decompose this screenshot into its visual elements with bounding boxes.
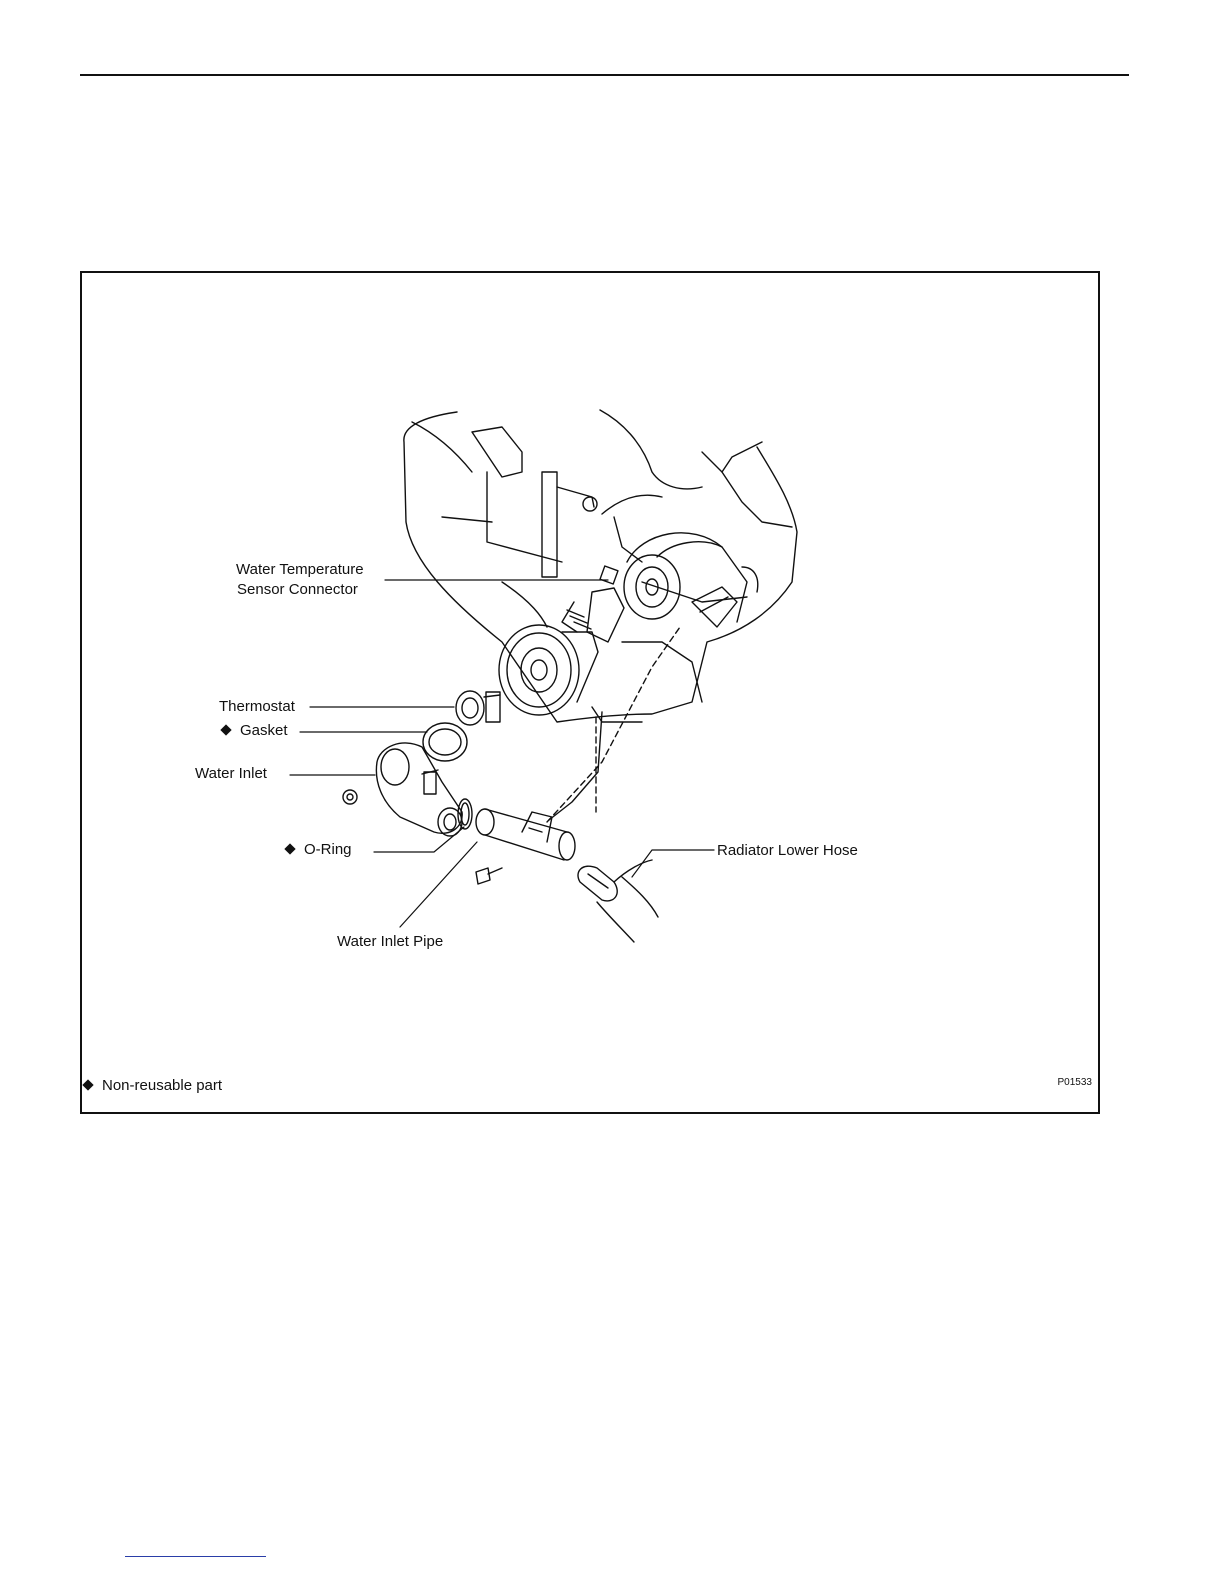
label-thermostat: Thermostat xyxy=(219,698,295,716)
alternator xyxy=(624,533,758,627)
o-ring-text: O-Ring xyxy=(304,841,352,858)
diamond-icon xyxy=(82,1079,93,1090)
label-water-inlet-pipe: Water Inlet Pipe xyxy=(337,933,443,951)
label-radiator-lower-hose: Radiator Lower Hose xyxy=(717,842,858,860)
crank-pulley xyxy=(499,625,598,715)
label-water-inlet: Water Inlet xyxy=(195,765,267,783)
engine-block xyxy=(404,410,797,722)
alignment-dash xyxy=(547,627,680,822)
footer-link-underline[interactable] xyxy=(125,1556,266,1557)
header-rule xyxy=(80,74,1129,76)
figure-frame: Water Temperature Sensor Connector Therm… xyxy=(80,271,1100,1114)
label-gasket: Gasket xyxy=(222,722,288,740)
thermostat-part xyxy=(456,691,500,725)
diamond-icon xyxy=(284,843,295,854)
label-o-ring: O-Ring xyxy=(286,841,352,859)
figure-code: P01533 xyxy=(1058,1077,1092,1088)
label-water-temp-sensor-line2: Sensor Connector xyxy=(237,581,358,599)
legend-non-reusable: Non-reusable part xyxy=(84,1077,222,1095)
diamond-icon xyxy=(220,724,231,735)
water-inlet-part xyxy=(343,743,462,836)
water-inlet-pipe-part xyxy=(476,712,602,884)
label-water-temp-sensor-line1: Water Temperature xyxy=(236,561,364,579)
gasket-part xyxy=(423,723,467,761)
legend-text: Non-reusable part xyxy=(102,1077,222,1094)
sensor-connector xyxy=(562,566,624,642)
hose-clamp xyxy=(578,866,617,901)
leader-lines xyxy=(290,580,714,927)
engine-exploded-drawing xyxy=(82,273,1100,1114)
gasket-text: Gasket xyxy=(240,722,288,739)
